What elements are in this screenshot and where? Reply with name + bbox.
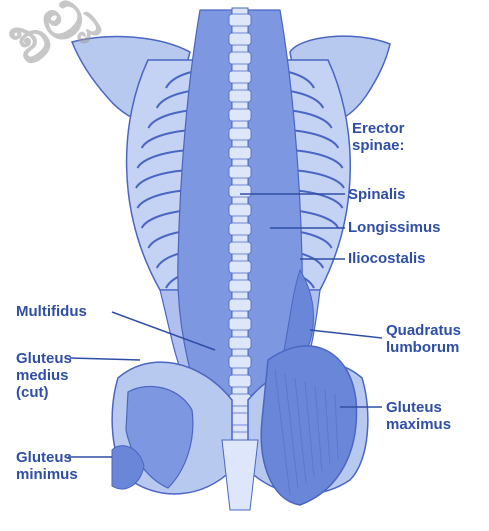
quadratus-line1: Quadratus bbox=[386, 322, 461, 339]
iliocostalis-label: Iliocostalis bbox=[348, 250, 426, 267]
gluteus-medius-line1: Gluteus bbox=[16, 350, 72, 367]
vertebra bbox=[229, 356, 251, 368]
quadratus-leader bbox=[310, 330, 382, 338]
gluteus-maximus-line1: Gluteus bbox=[386, 399, 451, 416]
vertebra bbox=[229, 14, 251, 26]
vertebra bbox=[229, 242, 251, 254]
gluteus-medius-line3: (cut) bbox=[16, 384, 72, 401]
vertebra bbox=[229, 90, 251, 102]
sacrum bbox=[222, 440, 258, 510]
vertebra bbox=[229, 166, 251, 178]
spinalis-label: Spinalis bbox=[348, 186, 406, 203]
vertebra bbox=[229, 261, 251, 273]
vertebra bbox=[229, 280, 251, 292]
vertebra bbox=[229, 109, 251, 121]
multifidus-label: Multifidus bbox=[16, 303, 87, 320]
vertebra bbox=[229, 185, 251, 197]
gluteus-medius-leader bbox=[70, 358, 140, 360]
longissimus-label: Longissimus bbox=[348, 219, 441, 236]
vertebra bbox=[229, 375, 251, 387]
quadratus-line2: lumborum bbox=[386, 339, 461, 356]
gluteus-maximus-line2: maximus bbox=[386, 416, 451, 433]
vertebra bbox=[229, 52, 251, 64]
vertebra bbox=[229, 223, 251, 235]
vertebra bbox=[229, 299, 251, 311]
vertebra bbox=[229, 337, 251, 349]
vertebra bbox=[229, 33, 251, 45]
erector-title-line2: spinae: bbox=[352, 137, 405, 154]
vertebra bbox=[229, 318, 251, 330]
vertebra bbox=[229, 147, 251, 159]
vertebra bbox=[229, 71, 251, 83]
quadratus-lumborum-label: Quadratus lumborum bbox=[386, 322, 461, 356]
erector-spinae-title: Erector spinae: bbox=[352, 120, 405, 154]
gluteus-minimus-label: Gluteus minimus bbox=[16, 449, 78, 483]
gluteus-minimus-line2: minimus bbox=[16, 466, 78, 483]
gluteus-medius-label: Gluteus medius (cut) bbox=[16, 350, 72, 401]
erector-title-line1: Erector bbox=[352, 120, 405, 137]
gluteus-minimus-line1: Gluteus bbox=[16, 449, 78, 466]
vertebra bbox=[229, 128, 251, 140]
vertebra bbox=[229, 204, 251, 216]
gluteus-medius-line2: medius bbox=[16, 367, 72, 384]
gluteus-maximus-label: Gluteus maximus bbox=[386, 399, 451, 433]
